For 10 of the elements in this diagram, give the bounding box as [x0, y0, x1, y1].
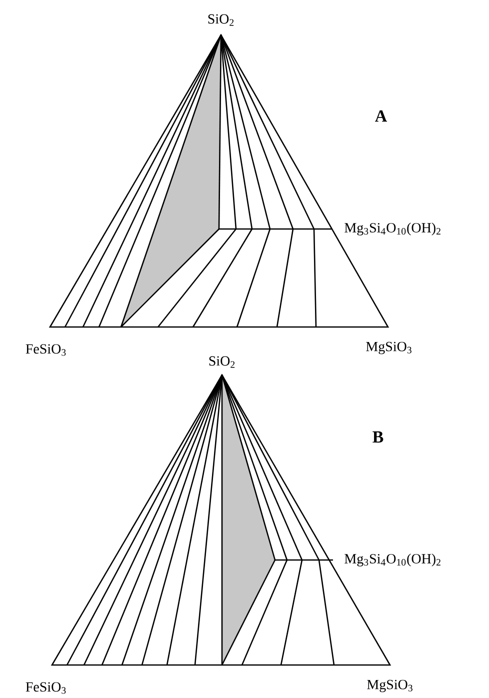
panel-letter: A — [375, 110, 387, 122]
vertex-label: FeSiO$_{3}$ — [26, 344, 66, 356]
vertex-label: Mg$_{3}$Si$_{4}$O$_{10}$(OH)$_{2}$ — [344, 222, 440, 236]
vertex-label: MgSiO$_{3}$ — [366, 342, 412, 354]
panel-letter: B — [372, 431, 384, 443]
vertex-label: FeSiO$_{3}$ — [26, 682, 66, 694]
vertex-label: MgSiO$_{3}$ — [367, 680, 412, 692]
vertex-label: SiO$_{2}$ — [208, 14, 234, 26]
vertex-label: Mg$_{3}$Si$_{4}$O$_{10}$(OH)$_{2}$ — [344, 554, 440, 566]
vertex-label: SiO$_{2}$ — [209, 356, 235, 368]
